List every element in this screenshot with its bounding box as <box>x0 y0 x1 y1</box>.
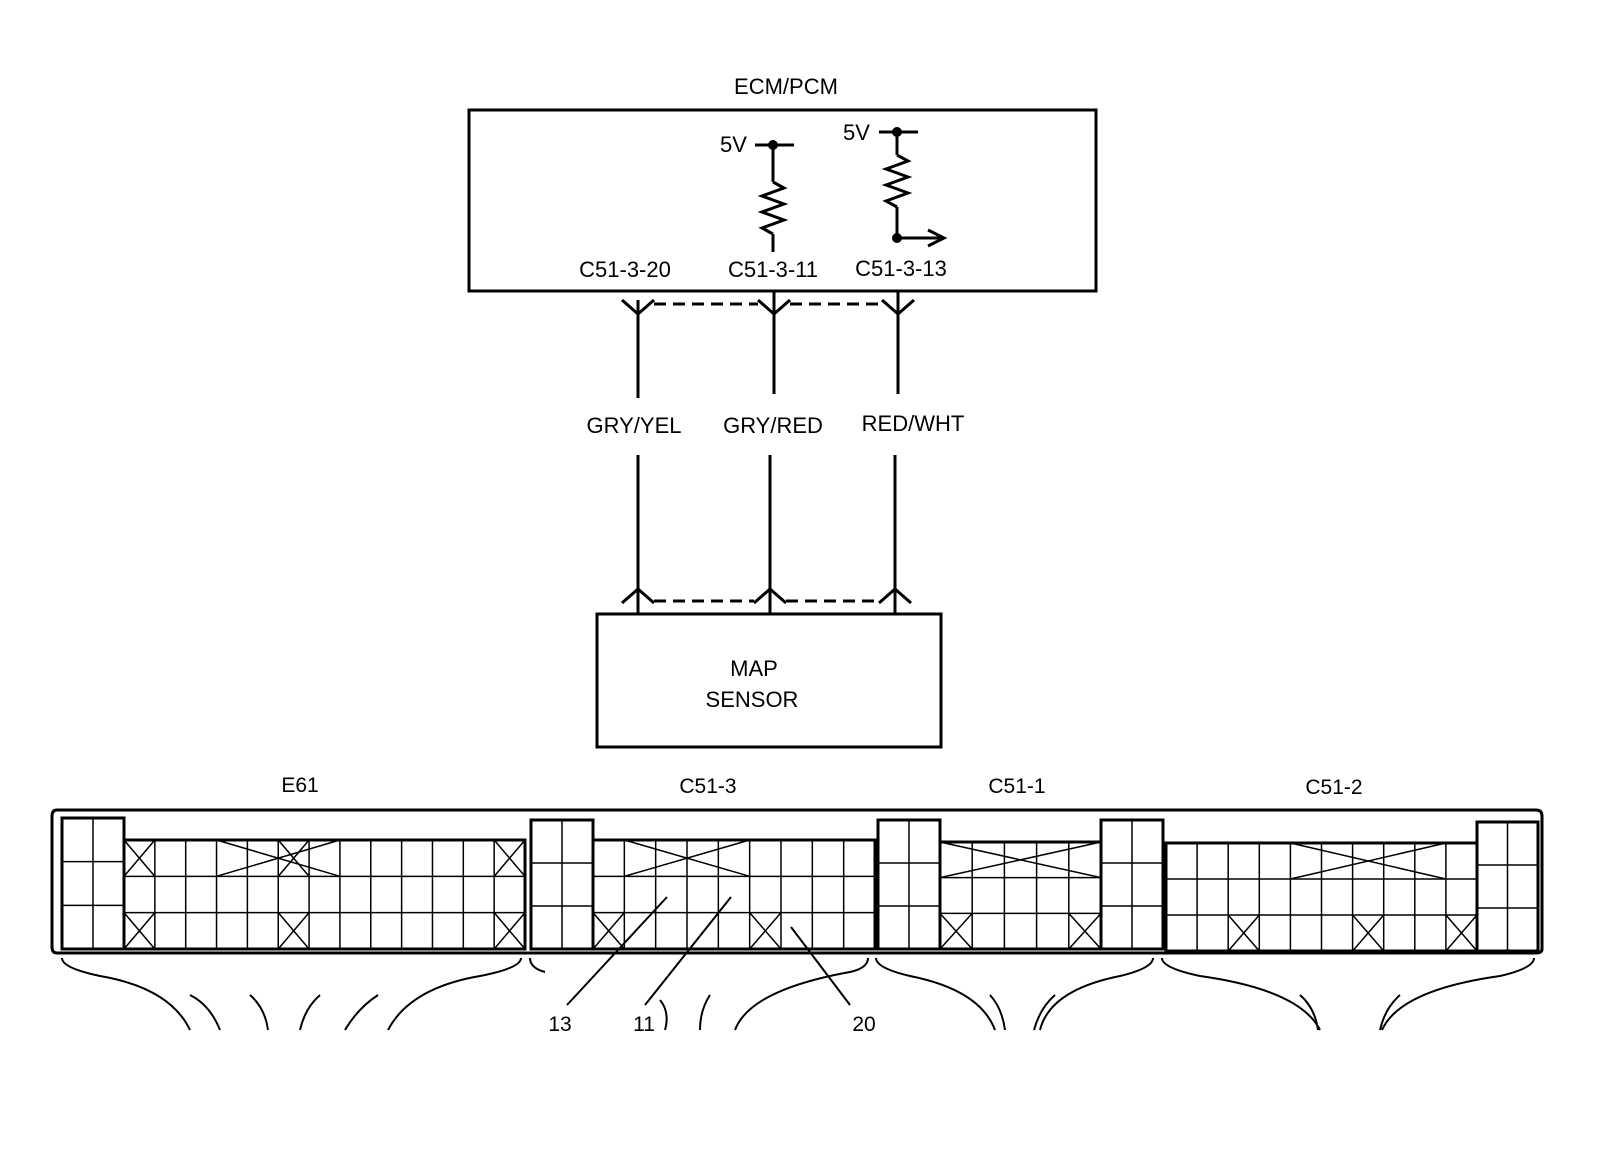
blocked-pin-mark <box>277 912 310 950</box>
callout-leaders <box>566 896 851 1006</box>
blocked-pin-mark <box>1227 914 1260 952</box>
blocked-pin-mark <box>493 912 526 950</box>
sensor-label-line1: MAP <box>730 656 778 681</box>
connector-housing <box>50 808 1544 955</box>
blocked-pin-mark <box>216 839 341 878</box>
wire-harness <box>621 291 915 614</box>
pin-grid-e61 <box>122 838 527 951</box>
connector-label-c51-3: C51-3 <box>679 775 736 798</box>
blocked-pin-mark <box>1352 914 1385 952</box>
wire-label-gry-yel: GRY/YEL <box>587 413 682 438</box>
blocked-pin-mark <box>1068 912 1102 950</box>
blocked-pin-mark <box>123 839 156 877</box>
connector-shield-lines <box>654 302 882 603</box>
callout-20: 20 <box>852 1013 875 1036</box>
blocked-pin-mark <box>592 912 625 950</box>
blocked-pin-mark <box>749 912 782 950</box>
pin-label-13: C51-3-13 <box>855 256 947 281</box>
supply-circuit-2 <box>879 130 948 248</box>
junction-dot <box>892 233 902 243</box>
sensor-label-line2: SENSOR <box>706 687 799 712</box>
junction-dot <box>768 140 778 150</box>
callout-11: 11 <box>633 1013 655 1036</box>
connector-label-e61: E61 <box>281 774 318 797</box>
supply-circuit-1 <box>755 143 794 252</box>
pin-grid-c51-3 <box>591 838 877 951</box>
blocked-pin-mark <box>123 912 156 950</box>
map-sensor-box <box>595 612 943 749</box>
wire-label-gry-red: GRY/RED <box>723 413 823 438</box>
pin-label-11: C51-3-11 <box>728 257 818 282</box>
connector-label-c51-2: C51-2 <box>1305 776 1362 799</box>
callout-13: 13 <box>548 1013 571 1036</box>
pin-label-20: C51-3-20 <box>579 257 671 282</box>
blocked-pin-mark <box>493 839 526 877</box>
connector-pin-grids <box>60 816 1540 953</box>
supply-label-1: 5V <box>720 132 747 157</box>
blocked-pin-mark <box>624 839 750 878</box>
blocked-pin-mark <box>1445 914 1478 952</box>
blocked-pin-mark <box>1290 842 1447 880</box>
harness-wire-curves <box>61 957 1535 1031</box>
blocked-pin-mark <box>939 841 1102 879</box>
blocked-pin-mark <box>939 912 973 950</box>
wire-label-red-wht: RED/WHT <box>862 411 965 436</box>
junction-dot <box>892 127 902 137</box>
pin-grid-c51-1 <box>938 840 1103 951</box>
connector-label-c51-1: C51-1 <box>988 775 1045 798</box>
supply-label-2: 5V <box>843 120 870 145</box>
blocked-pin-mark <box>277 839 310 877</box>
ecm-title: ECM/PCM <box>734 74 838 99</box>
ecm-box <box>467 108 1098 293</box>
